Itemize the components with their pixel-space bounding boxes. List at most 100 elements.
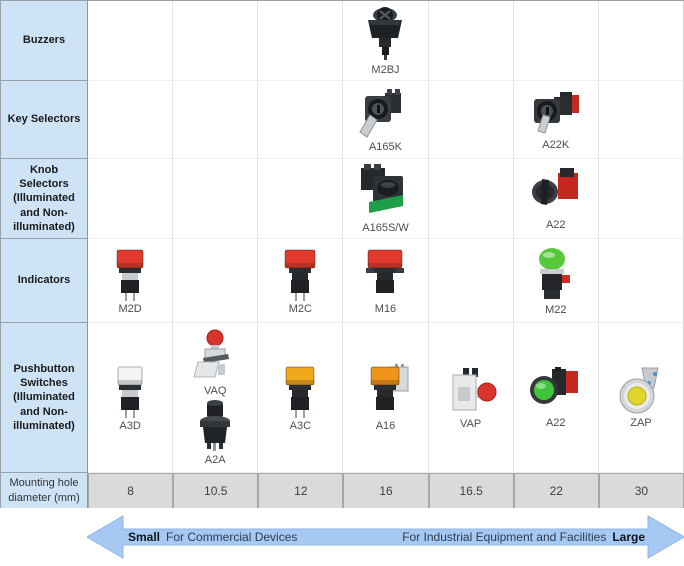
product-a22_knob[interactable]: A22 [526,167,586,231]
category-label-3: Indicators [1,239,88,323]
a3c-product-image [285,366,315,418]
cell-r1-c3: A165K [343,81,429,159]
m16-product-image [366,249,405,293]
product-model-label: A165S/W [362,221,409,234]
m2d-product-image [116,249,144,301]
product-m16[interactable]: M16 [355,247,415,315]
a165k-product-image [359,88,402,138]
cell-r0-c3: M2BJ [343,1,429,81]
product-a22k[interactable]: A22K [526,89,586,151]
product-model-label: A165K [368,140,402,153]
cell-r1-c1 [173,81,259,159]
category-label-0: Buzzers [1,1,88,81]
cell-r4-c6: ZAP [598,323,684,473]
cell-r4-c5: A22 [513,323,599,473]
diameter-value-1: 10.5 [173,473,259,509]
product-vap[interactable]: VAP [441,366,501,430]
commercial-devices-label: For Commercial Devices [166,530,298,544]
cell-r4-c1: VAQ A2A [173,323,259,473]
product-model-label: M2D [118,302,142,315]
industrial-equipment-label: For Industrial Equipment and Facilities [402,530,607,544]
cell-r4-c4: VAP [428,323,514,473]
diameter-value-2: 12 [258,473,344,509]
product-model-label: A3D [119,419,141,432]
product-a3c[interactable]: A3C [270,364,330,432]
a22_push-product-image [529,366,578,404]
cell-r0-c0 [88,1,174,81]
vap-product-image [452,367,497,410]
a22_knob-product-image [531,167,578,205]
size-range-arrow [87,515,684,559]
cell-r4-c2: A3C [258,323,344,473]
product-model-label: M2C [288,302,312,315]
product-vaq[interactable]: VAQ [185,329,245,397]
product-a165k[interactable]: A165K [355,87,415,153]
product-model-label: M16 [374,302,397,315]
cell-r3-c1 [173,239,259,323]
product-model-label: A22K [542,138,570,151]
product-m2d[interactable]: M2D [100,247,160,315]
diameter-value-4: 16.5 [428,473,514,509]
zap-product-image [619,367,659,413]
product-model-label: A3C [289,419,312,432]
product-m2bj[interactable]: M2BJ [355,6,415,76]
m22-product-image [538,247,570,299]
mounting-hole-diameter-label: Mounting hole diameter (mm) [1,473,88,509]
product-model-label: ZAP [630,416,652,429]
cell-r1-c2 [258,81,344,159]
product-model-label: VAQ [203,385,227,397]
cell-r3-c4 [428,239,514,323]
diameter-value-5: 22 [513,473,599,509]
cell-r3-c5: M22 [513,239,599,323]
diameter-value-3: 16 [343,473,429,509]
cell-r2-c3: A165S/W [343,159,429,239]
product-zap[interactable]: ZAP [611,367,671,429]
cell-r0-c4 [428,1,514,81]
cell-r1-c0 [88,81,174,159]
small-label: Small [128,530,161,544]
cell-r0-c5 [513,1,599,81]
a3d-product-image [117,366,143,418]
product-a22_push[interactable]: A22 [526,366,586,429]
product-model-label: A16 [375,419,396,432]
product-a3d[interactable]: A3D [100,364,160,432]
product-model-label: M22 [545,303,567,316]
a2a-product-image [200,400,231,451]
category-label-1: Key Selectors [1,81,88,159]
vaq-product-image [193,329,230,378]
cell-r2-c2 [258,159,344,239]
cell-r0-c2 [258,1,344,81]
product-model-label: A22 [545,416,566,429]
product-m22[interactable]: M22 [526,246,586,316]
cell-r1-c4 [428,81,514,159]
double-arrow-shape [87,515,684,559]
large-label: Large [612,530,645,544]
cell-r3-c0: M2D [88,239,174,323]
product-a2a[interactable]: A2A [185,400,245,466]
m2c-product-image [284,249,316,301]
a16-product-image [370,363,409,410]
cell-r1-c6 [598,81,684,159]
category-label-2: Knob Selectors (Illuminated and Non-illu… [1,159,88,239]
cell-r2-c4 [428,159,514,239]
product-m2c[interactable]: M2C [270,247,330,315]
product-a165sw[interactable]: A165S/W [355,163,415,234]
product-model-label: VAP [460,417,482,430]
cell-r4-c0: A3D [88,323,174,473]
cell-r4-c3: A16 [343,323,429,473]
cell-r1-c5: A22K [513,81,599,159]
cell-r2-c5: A22 [513,159,599,239]
cell-r2-c1 [173,159,259,239]
a22k-product-image [533,91,579,134]
product-model-label: M2BJ [371,63,400,76]
product-model-label: A22 [545,218,566,231]
cell-r3-c2: M2C [258,239,344,323]
a165sw-product-image [361,163,404,213]
diameter-value-6: 30 [598,473,684,509]
cell-r2-c6 [598,159,684,239]
large-side-caption: For Industrial Equipment and Facilities … [402,530,645,544]
product-a16[interactable]: A16 [355,363,415,432]
cell-r3-c6 [598,239,684,323]
